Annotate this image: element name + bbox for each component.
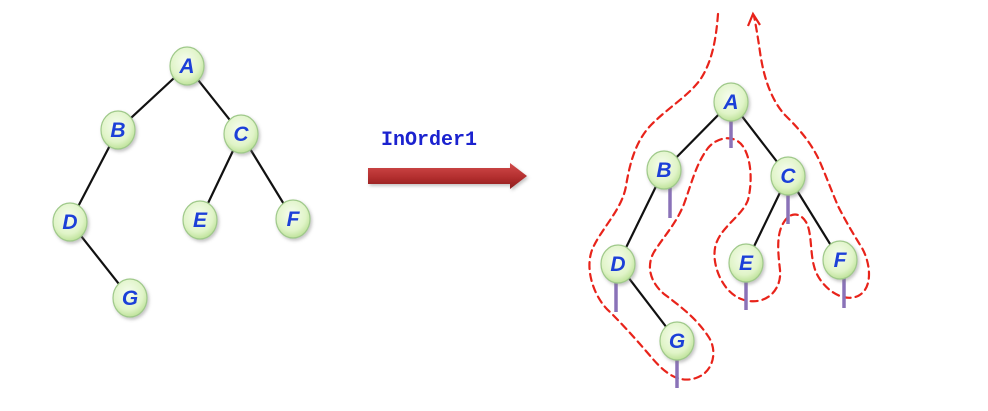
right-node-f-label: F (834, 249, 848, 272)
right-node-f: F (822, 240, 858, 280)
traversal-end-arrow-icon (746, 11, 761, 27)
left-node-e: E (182, 200, 218, 240)
left-node-d: D (52, 202, 88, 242)
right-node-a-label: A (722, 91, 738, 114)
left-node-d-label: D (62, 211, 77, 234)
left-node-b-label: B (110, 119, 125, 142)
right-node-d-label: D (610, 253, 625, 276)
transition-arrow: InOrder1 (368, 129, 527, 189)
right-node-c: C (770, 156, 806, 196)
right-node-b-label: B (656, 159, 671, 182)
left-node-f-label: F (287, 208, 301, 231)
right-arrow-icon (368, 163, 527, 189)
right-tree: A B C D E F G (588, 11, 871, 388)
left-node-c-label: C (233, 123, 249, 146)
traversal-path (588, 12, 871, 381)
left-node-e-label: E (193, 209, 208, 232)
visit-markers (614, 118, 846, 388)
right-node-e: E (728, 243, 764, 283)
right-node-g: G (659, 321, 695, 361)
left-node-g-label: G (122, 287, 138, 310)
transition-label: InOrder1 (381, 129, 477, 152)
right-node-d: D (600, 244, 636, 284)
right-node-g-label: G (669, 330, 685, 353)
right-node-e-label: E (739, 252, 754, 275)
right-node-b: B (646, 150, 682, 190)
left-node-g: G (112, 278, 148, 318)
left-node-b: B (100, 110, 136, 150)
left-node-a: A (169, 46, 205, 86)
left-tree: A B C D E F G (52, 46, 311, 318)
left-node-c: C (223, 114, 259, 154)
left-node-a-label: A (178, 55, 194, 78)
left-node-f: F (275, 199, 311, 239)
right-node-c-label: C (780, 165, 796, 188)
left-tree-edges (69, 65, 294, 299)
right-node-a: A (713, 82, 749, 122)
